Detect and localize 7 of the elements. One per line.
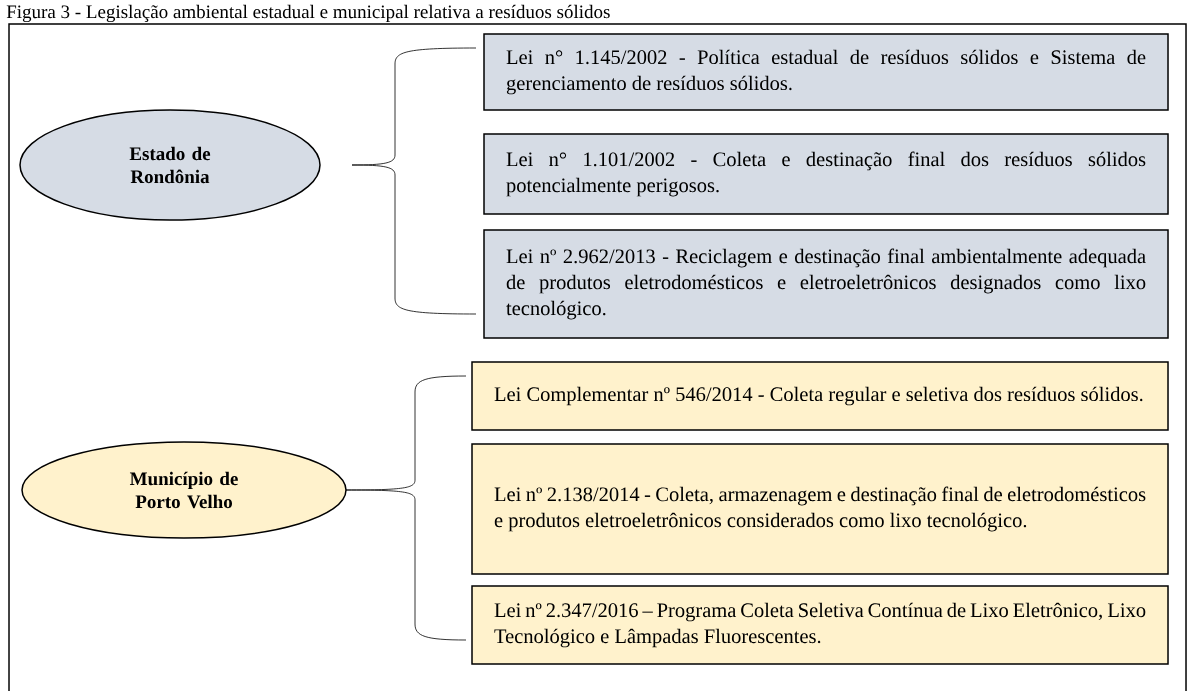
law-box: Lei Complementar nº 546/2014 - Coleta regular e seletiva dos resíduos sólidos. — [471, 361, 1169, 431]
law-box: Lei nº 2.138/2014 - Coleta, armazenagem e destinação final de eletrodomésticos e produtos eletroeletrônicos considerados como lixo tecnológico. — [471, 443, 1169, 575]
law-box: Lei n° 1.145/2002 - Política estadual de resíduos sólidos e Sistema de gerenciamento de resíduos sólidos. — [483, 33, 1169, 111]
figure-title: Figura 3 - Legislação ambiental estadual e municipal relativa a resíduos sólidos — [6, 4, 610, 23]
law-box: Lei nº 2.962/2013 - Reciclagem e destinação final ambientalmente adequada de produtos eletrodomésticos e eletroeletrônicos designados como lixo tecnológico. — [483, 229, 1169, 339]
law-box: Lei n° 1.101/2002 - Coleta e destinação final dos resíduos sólidos potencialmente perigosos. — [483, 133, 1169, 215]
law-box: Lei nº 2.347/2016 – Programa Coleta Seletiva Contínua de Lixo Eletrônico, Lixo Tecnológico e Lâmpadas Fluorescentes. — [471, 585, 1169, 665]
